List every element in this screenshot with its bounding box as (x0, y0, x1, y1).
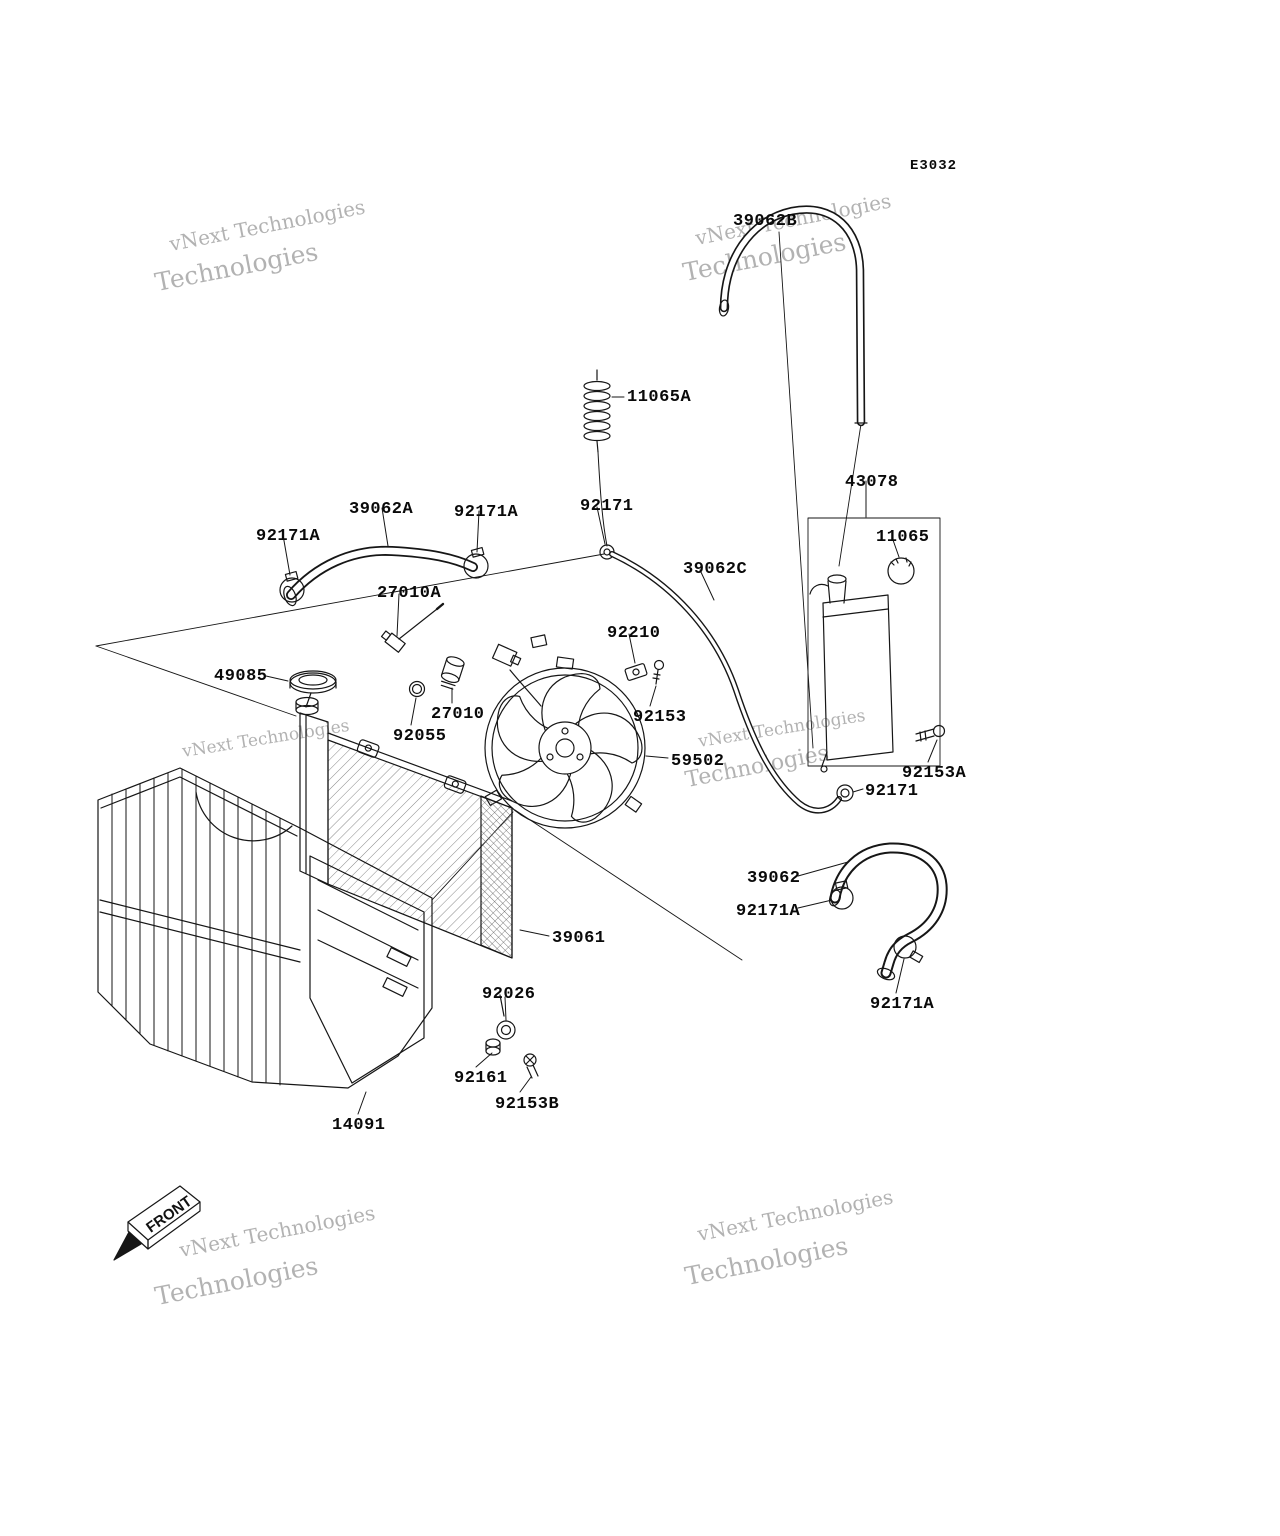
part-label-92161-23: 92161 (454, 1069, 508, 1088)
part-label-92026-22: 92026 (482, 985, 536, 1004)
part-label-92171a-5: 92171A (454, 503, 519, 522)
part-label-39062-18: 39062 (747, 869, 801, 888)
radiator-cap-49085 (289, 670, 337, 708)
damper-spring-11065a (583, 369, 611, 547)
reserve-tank-43078 (807, 517, 941, 773)
part-label-59502-15: 59502 (671, 752, 725, 771)
part-label-43078-2: 43078 (845, 473, 899, 492)
radiator-lower-hose-39062 (828, 842, 948, 981)
hose-clamp-92171-right (836, 784, 854, 802)
screw-92153 (652, 659, 665, 685)
part-label-92171a-7: 92171A (256, 527, 321, 546)
part-label-92171-17: 92171 (865, 782, 919, 801)
part-label-92055-13: 92055 (393, 727, 447, 746)
part-label-92210-10: 92210 (607, 624, 661, 643)
part-label-92153-14: 92153 (633, 708, 687, 727)
tank-cap-11065 (887, 557, 915, 585)
part-label-39062c-9: 39062C (683, 560, 748, 579)
part-label-14091-25: 14091 (332, 1116, 386, 1135)
bolt-92153a (915, 724, 946, 742)
o-ring-92055 (408, 680, 426, 698)
part-label-27010-12: 27010 (431, 705, 485, 724)
radiator-upper-hose-39062a (283, 545, 478, 607)
hose-clamp-92171a-bottom (893, 935, 924, 964)
cooling-fan-59502 (481, 634, 646, 829)
part-label-92171a-21: 92171A (870, 995, 935, 1014)
bracket-92210 (624, 663, 648, 681)
part-label-92153a-16: 92153A (902, 764, 967, 783)
front-label: FRONT (143, 1193, 195, 1237)
leader-lines (265, 396, 938, 1115)
part-label-27010a-8: 27010A (377, 584, 442, 603)
screw-92153b (523, 1053, 539, 1079)
collar-92161 (485, 1038, 501, 1056)
construction-lines (95, 231, 862, 961)
part-label-92171a-19: 92171A (736, 902, 801, 921)
hose-clamp-92171a-topright (463, 546, 489, 579)
fan-switch-27010 (440, 656, 465, 690)
part-label-49085-11: 49085 (214, 667, 268, 686)
reserve-hose-39062c (609, 551, 842, 814)
water-temp-sensor-27010a (380, 602, 445, 653)
front-marker: FRONT (113, 1185, 201, 1261)
part-label-92171-3: 92171 (580, 497, 634, 516)
diagram-code: E3032 (910, 158, 958, 174)
part-label-11065-6: 11065 (876, 528, 930, 547)
grommet-92026 (496, 1020, 516, 1040)
part-label-39062a-4: 39062A (349, 500, 414, 519)
part-label-92153b-24: 92153B (495, 1095, 560, 1114)
part-label-11065a-1: 11065A (627, 388, 692, 407)
reserve-tank-hose-39062b (718, 205, 868, 427)
hose-clamp-92171a-mid (830, 880, 854, 910)
part-label-39061-20: 39061 (552, 929, 606, 948)
fan-shroud-14091 (97, 767, 433, 1089)
hose-clamp-92171a-left (279, 570, 305, 603)
radiator-39061 (295, 696, 513, 1017)
part-label-39062b-0: 39062B (733, 212, 798, 231)
